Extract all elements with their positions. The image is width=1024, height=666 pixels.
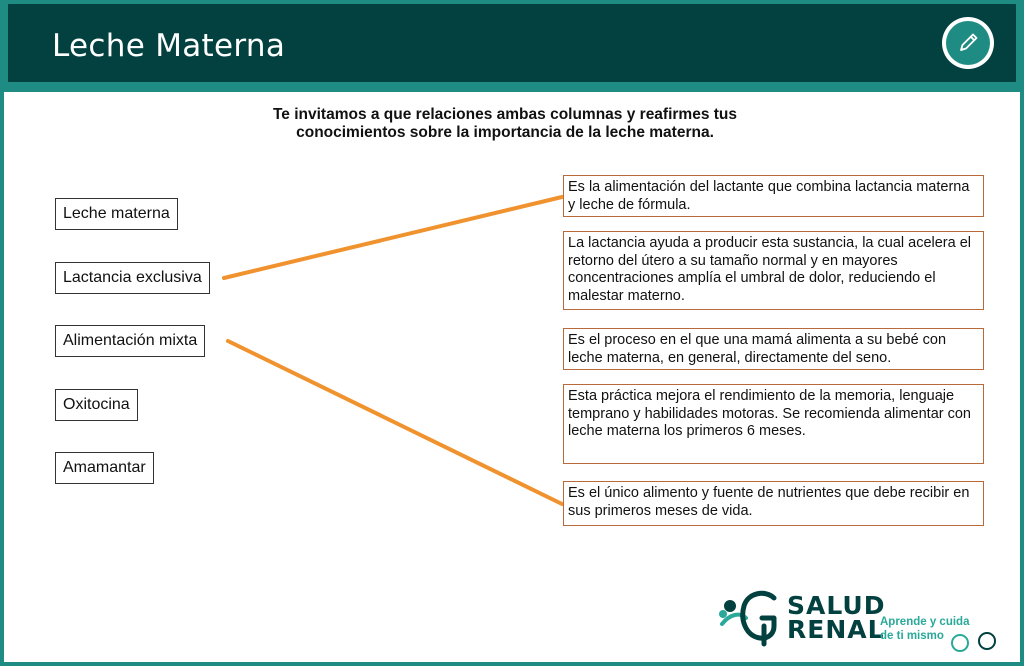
term-oxitocina[interactable]: Oxitocina bbox=[55, 389, 138, 421]
edit-button[interactable] bbox=[942, 17, 994, 69]
logo-line-1: SALUD bbox=[787, 591, 886, 620]
header-bar: Leche Materna bbox=[0, 0, 1024, 92]
salud-renal-logo-mark bbox=[719, 590, 777, 647]
seal-icon bbox=[978, 632, 996, 650]
term-amamantar[interactable]: Amamantar bbox=[55, 452, 154, 484]
logo-tagline: Aprende y cuida de ti mismo bbox=[880, 615, 969, 643]
logo-line-2: RENAL bbox=[787, 615, 885, 644]
logo-wordmark: SALUD RENAL bbox=[787, 591, 886, 644]
definition-card-2[interactable]: La lactancia ayuda a producir esta susta… bbox=[563, 231, 984, 310]
instructions: Te invitamos a que relaciones ambas colu… bbox=[200, 106, 810, 142]
logo-tagline-1: Aprende y cuida bbox=[880, 616, 970, 628]
definition-card-3[interactable]: Es el proceso en el que una mamá aliment… bbox=[563, 328, 984, 370]
instructions-line-1: Te invitamos a que relaciones ambas colu… bbox=[272, 106, 738, 123]
definition-card-4[interactable]: Esta práctica mejora el rendimiento de l… bbox=[563, 384, 984, 464]
instructions-line-2: conocimientos sobre la importancia de la… bbox=[296, 124, 714, 141]
term-alimentacion-mixta[interactable]: Alimentación mixta bbox=[55, 325, 206, 357]
page-title: Leche Materna bbox=[52, 28, 286, 64]
pencil-icon bbox=[960, 33, 978, 51]
term-lactancia-exclusiva[interactable]: Lactancia exclusiva bbox=[55, 262, 210, 294]
header-panel: Leche Materna bbox=[8, 4, 1016, 82]
definition-card-5[interactable]: Es el único alimento y fuente de nutrien… bbox=[563, 481, 984, 526]
salud-renal-logo: SALUD RENAL Aprende y cuida de ti mismo bbox=[716, 588, 1006, 656]
term-leche-materna[interactable]: Leche materna bbox=[55, 198, 178, 230]
definition-card-1[interactable]: Es la alimentación del lactante que comb… bbox=[563, 175, 984, 217]
seal-icon bbox=[951, 634, 969, 652]
logo-tagline-2: de ti mismo bbox=[880, 630, 944, 642]
edit-button-ring bbox=[946, 21, 990, 65]
